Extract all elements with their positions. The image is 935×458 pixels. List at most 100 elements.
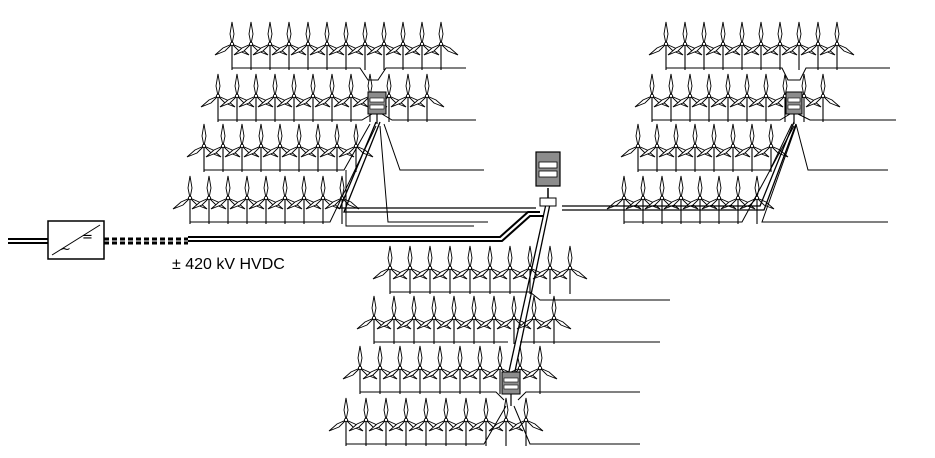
wind-turbine-icon bbox=[492, 245, 528, 295]
wind-turbine-icon bbox=[319, 123, 355, 173]
wind-turbine-icon bbox=[672, 73, 708, 123]
array-cable bbox=[624, 125, 888, 223]
wind-turbine-icon bbox=[252, 21, 288, 71]
wind-turbine-icon bbox=[536, 295, 572, 345]
array-cable bbox=[360, 391, 640, 401]
wind-turbine-icon bbox=[805, 73, 841, 123]
svg-text:=: = bbox=[82, 230, 93, 245]
wind-turbine-icon bbox=[238, 73, 274, 123]
wind-turbine-icon bbox=[233, 21, 269, 71]
wind-turbine-icon bbox=[390, 73, 426, 123]
wind-turbine-icon bbox=[396, 295, 432, 345]
wind-turbine-icon bbox=[385, 21, 421, 71]
hvdc-cable bbox=[8, 211, 544, 245]
array-cable bbox=[204, 123, 484, 171]
wind-turbine-icon bbox=[448, 397, 484, 447]
wind-turbine-icon bbox=[452, 245, 488, 295]
wind-turbine-icon bbox=[333, 73, 369, 123]
wind-turbine-icon bbox=[762, 21, 798, 71]
wind-turbine-icon bbox=[402, 345, 438, 395]
wind-turbine-icon bbox=[696, 123, 732, 173]
wind-turbine-icon bbox=[271, 21, 307, 71]
wind-turbine-icon bbox=[300, 123, 336, 173]
array-cable bbox=[346, 405, 640, 445]
converter-station-icon: = ~ bbox=[47, 220, 105, 260]
wind-turbine-icon bbox=[648, 21, 684, 71]
wind-turbine-icon bbox=[428, 397, 464, 447]
wind-turbine-icon bbox=[522, 345, 558, 395]
wind-turbine-icon bbox=[468, 397, 504, 447]
wind-turbine-icon bbox=[456, 295, 492, 345]
wind-turbine-icon bbox=[653, 73, 689, 123]
wind-turbine-icon bbox=[620, 123, 656, 173]
wind-turbine-icon bbox=[691, 73, 727, 123]
wind-turbine-icon bbox=[324, 175, 360, 225]
wind-turbine-icon bbox=[606, 175, 642, 225]
wind-farm-north-east bbox=[606, 21, 896, 225]
wind-turbine-icon bbox=[781, 21, 817, 71]
wind-turbine-icon bbox=[356, 295, 392, 345]
wind-turbine-icon bbox=[743, 21, 779, 71]
wind-turbine-icon bbox=[701, 175, 737, 225]
wind-turbine-icon bbox=[382, 345, 418, 395]
wind-turbine-icon bbox=[257, 73, 293, 123]
wind-turbine-icon bbox=[404, 21, 440, 71]
array-cable bbox=[652, 113, 896, 121]
wind-turbine-icon bbox=[408, 397, 444, 447]
wind-turbine-icon bbox=[309, 21, 345, 71]
wind-turbine-icon bbox=[412, 245, 448, 295]
wind-turbine-icon bbox=[819, 21, 855, 71]
hvdc-voltage-label: ± 420 kV HVDC bbox=[172, 256, 285, 273]
wind-turbine-icon bbox=[186, 123, 222, 173]
wind-turbine-icon bbox=[729, 73, 765, 123]
svg-text:~: ~ bbox=[60, 242, 71, 257]
wind-turbine-icon bbox=[342, 345, 378, 395]
export-cable bbox=[562, 121, 795, 207]
wind-turbine-icon bbox=[172, 175, 208, 225]
wind-turbine-icon bbox=[328, 397, 364, 447]
wind-turbine-icon bbox=[248, 175, 284, 225]
wind-turbine-icon bbox=[409, 73, 445, 123]
wind-turbine-icon bbox=[634, 73, 670, 123]
wind-turbine-icon bbox=[715, 123, 751, 173]
wind-turbine-icon bbox=[488, 397, 524, 447]
array-cable bbox=[666, 67, 890, 81]
wind-turbine-icon bbox=[682, 175, 718, 225]
wind-turbine-icon bbox=[416, 295, 452, 345]
wind-turbine-icon bbox=[472, 245, 508, 295]
wind-turbine-icon bbox=[214, 21, 250, 71]
wind-turbine-icon bbox=[368, 397, 404, 447]
wind-turbine-icon bbox=[376, 295, 412, 345]
wind-turbine-icon bbox=[347, 21, 383, 71]
wind-turbine-icon bbox=[625, 175, 661, 225]
wind-turbine-icon bbox=[677, 123, 713, 173]
wind-turbine-icon bbox=[372, 245, 408, 295]
wind-turbine-icon bbox=[243, 123, 279, 173]
wind-turbine-icon bbox=[314, 73, 350, 123]
wind-turbine-icon bbox=[362, 345, 398, 395]
wind-turbine-icon bbox=[305, 175, 341, 225]
wind-turbine-icon bbox=[286, 175, 322, 225]
wind-turbine-icon bbox=[667, 21, 703, 71]
wind-turbine-icon bbox=[508, 397, 544, 447]
wind-turbine-icon bbox=[219, 73, 255, 123]
wind-turbine-icon bbox=[276, 73, 312, 123]
wind-farms-group bbox=[172, 21, 896, 447]
array-cable bbox=[345, 170, 474, 227]
array-cable bbox=[390, 291, 670, 301]
export-cable bbox=[343, 121, 534, 213]
wind-turbine-icon bbox=[476, 295, 512, 345]
array-cable bbox=[218, 113, 476, 121]
array-cable bbox=[232, 67, 466, 81]
wind-turbine-icon bbox=[205, 123, 241, 173]
wind-turbine-icon bbox=[663, 175, 699, 225]
wind-turbine-icon bbox=[658, 123, 694, 173]
wind-turbine-icon bbox=[724, 21, 760, 71]
cables-group bbox=[339, 121, 797, 377]
wind-turbine-icon bbox=[348, 397, 384, 447]
wind-turbine-icon bbox=[442, 345, 478, 395]
offshore-substation-icon bbox=[501, 371, 521, 406]
wind-turbine-icon bbox=[191, 175, 227, 225]
